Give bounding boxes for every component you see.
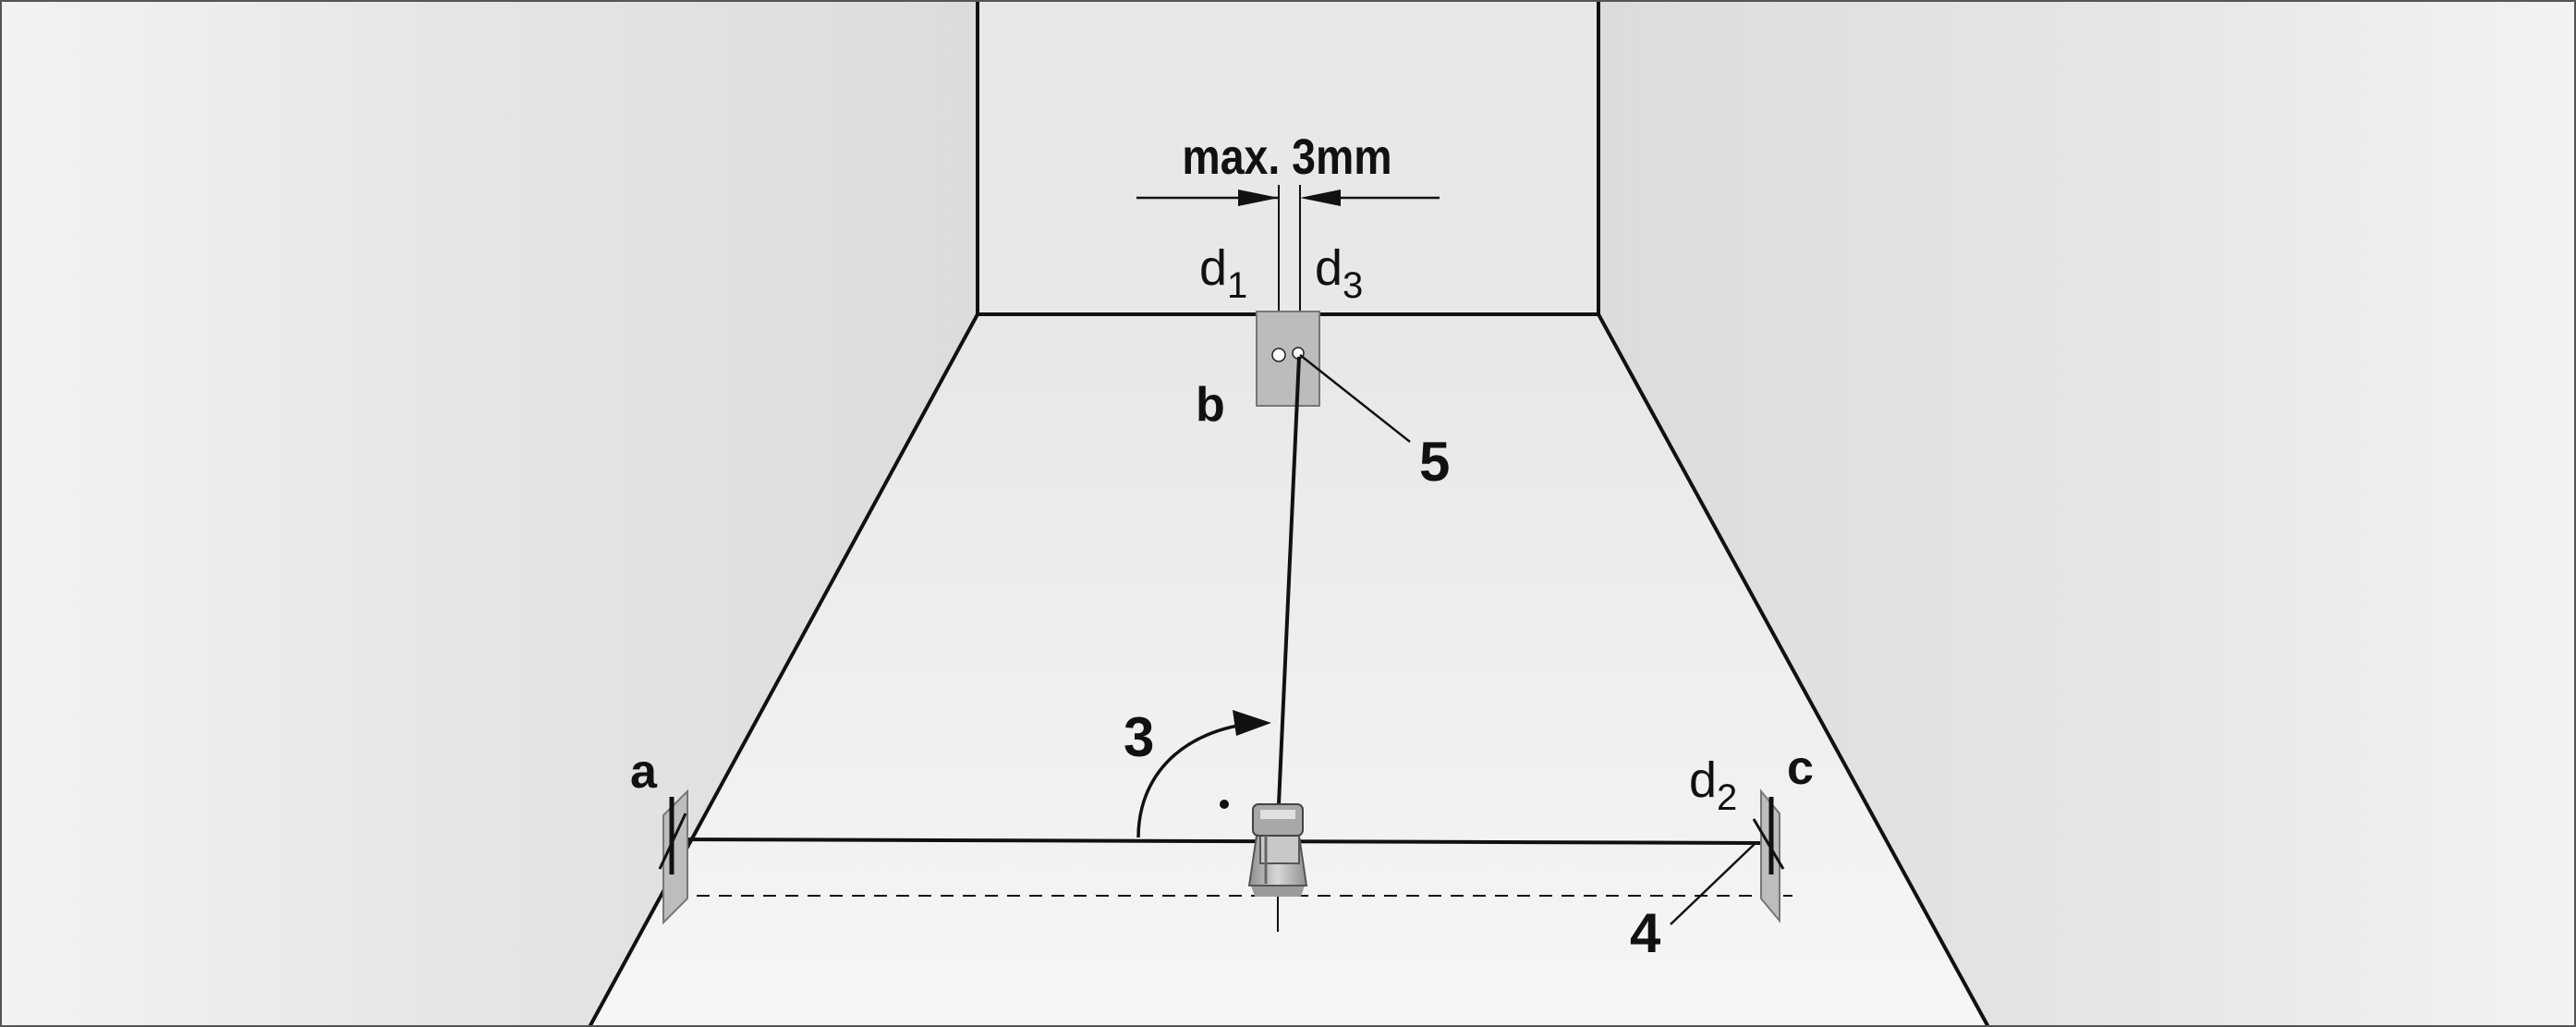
target-plate-c (1752, 789, 1785, 923)
label-d3: d3 (1315, 240, 1363, 306)
label-d2: d2 (1689, 752, 1737, 818)
callout-5-leader (1299, 354, 1411, 443)
laser-beam-horizontal (666, 837, 1777, 845)
back-wall (976, 0, 1600, 316)
floor-edge-left (588, 313, 979, 1027)
dimension-indicator (1136, 185, 1440, 354)
dimension-label: max. 3mm (1182, 128, 1391, 185)
label-c: c (1787, 741, 1814, 795)
floor-edge-right (1597, 313, 1990, 1027)
rotation-arrow (1136, 721, 1258, 838)
callout-5: 5 (1419, 431, 1450, 493)
callout-3: 3 (1124, 706, 1154, 768)
laser-point-d1 (1271, 348, 1286, 362)
callout-4-leader (1670, 842, 1756, 925)
floor (589, 314, 1988, 1027)
rotation-arrow-head (1233, 710, 1271, 736)
laser-beam-forward (1277, 356, 1301, 805)
label-d1: d1 (1199, 240, 1247, 306)
laser-device (1247, 803, 1308, 932)
right-angle-dot (1220, 800, 1229, 809)
label-b: b (1196, 378, 1225, 432)
callout-4: 4 (1630, 902, 1661, 964)
target-plate-b (1256, 311, 1320, 407)
label-a: a (630, 745, 658, 799)
target-plate-a (658, 789, 688, 925)
